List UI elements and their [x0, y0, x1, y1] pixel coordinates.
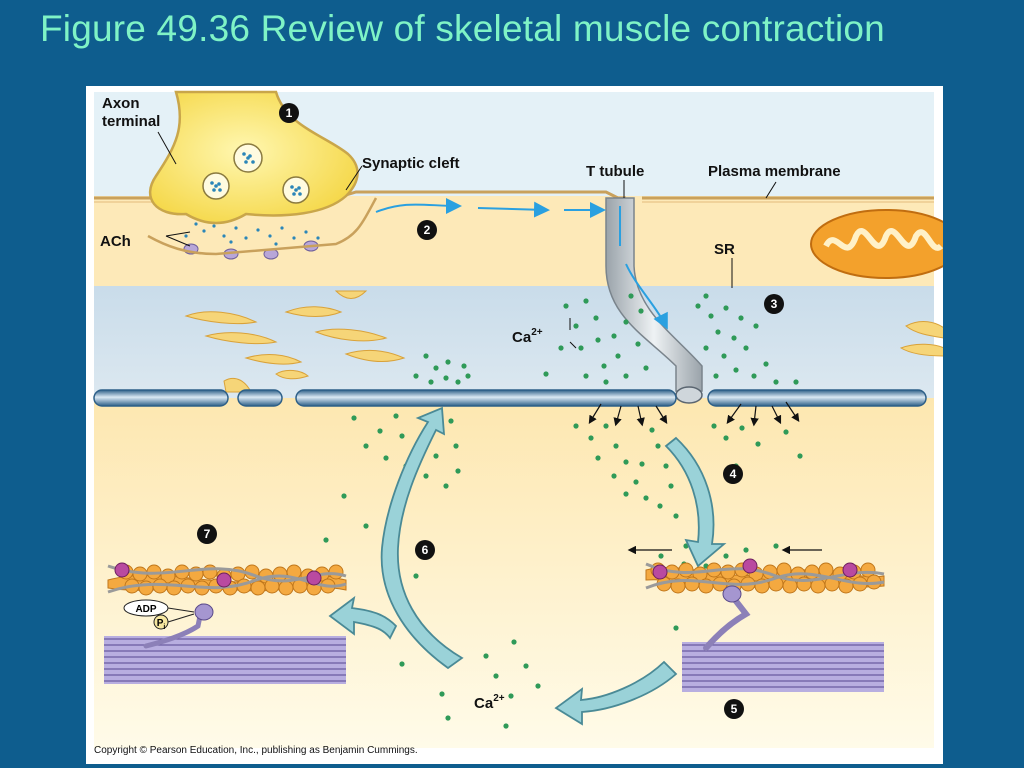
filament-relaxed [104, 562, 347, 684]
label-synaptic-cleft: Synaptic cleft [362, 155, 460, 172]
muscle-contraction-figure: Axon terminal Synaptic cleft T tubule Pl… [86, 86, 943, 764]
svg-text:7: 7 [204, 527, 211, 541]
label-t-tubule: T tubule [586, 163, 644, 180]
action-potential-arrows [375, 197, 606, 218]
step-marker-1 [279, 103, 299, 123]
step-marker-4 [723, 464, 743, 484]
step-marker-3 [764, 294, 784, 314]
diagram-svg: Axon terminal Synaptic cleft T tubule Pl… [93, 90, 943, 748]
filament-contracting [627, 545, 885, 692]
step-markers: 1 2 3 4 5 6 7 [197, 103, 784, 719]
process-arrows [328, 406, 727, 726]
label-plasma-membrane: Plasma membrane [708, 163, 841, 180]
svg-text:3: 3 [771, 297, 778, 311]
sr-cisternae [184, 290, 943, 393]
label-ca-top: Ca2+ [512, 327, 543, 346]
label-ach: ACh [100, 233, 131, 250]
label-sr: SR [714, 241, 735, 258]
leader-lines [157, 131, 777, 349]
label-axon: Axon [102, 95, 140, 112]
step-marker-7 [197, 524, 217, 544]
step-marker-6 [415, 540, 435, 560]
slide-title: Figure 49.36 Review of skeletal muscle c… [40, 8, 885, 49]
step-marker-2 [417, 220, 437, 240]
label-terminal: terminal [102, 113, 160, 130]
t-tubule [605, 197, 703, 392]
svg-text:2: 2 [424, 223, 431, 237]
svg-text:4: 4 [730, 467, 737, 481]
mitochondrion [810, 209, 943, 279]
svg-text:1: 1 [286, 106, 293, 120]
axon-terminal [149, 90, 359, 260]
label-adp: ADP [135, 604, 156, 615]
label-ca-bottom: Ca2+ [474, 693, 505, 712]
calcium-release-arrows [588, 401, 800, 427]
sr-membrane [93, 389, 927, 407]
label-pi: Pi [157, 618, 166, 631]
step-marker-5 [724, 699, 744, 719]
svg-text:6: 6 [422, 543, 429, 557]
svg-text:5: 5 [731, 702, 738, 716]
copyright-notice: Copyright © Pearson Education, Inc., pub… [94, 745, 418, 756]
